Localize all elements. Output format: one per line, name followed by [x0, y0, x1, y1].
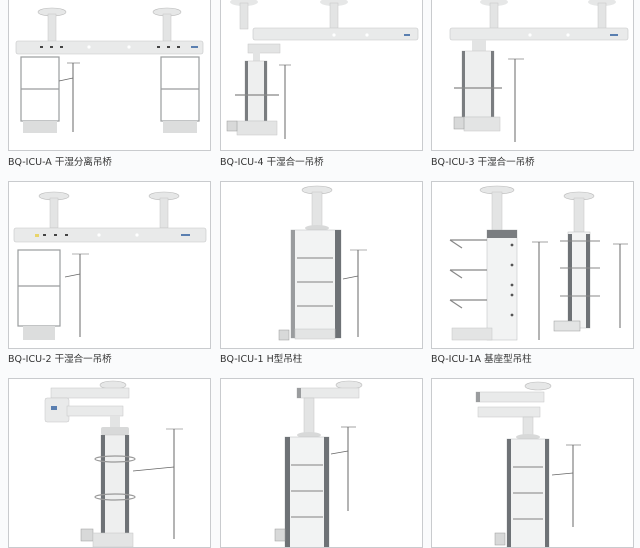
product-caption[interactable]: BQ-ICU-3 干湿合一吊桥 [431, 157, 535, 168]
product-caption[interactable]: BQ-ICU-4 干湿合一吊桥 [220, 157, 324, 168]
product-image-card[interactable] [8, 181, 211, 349]
bridge-tower-pendant-illustration [449, 0, 629, 142]
product-image-card[interactable] [8, 0, 211, 151]
arm-h-column-pendant-illustration [274, 380, 363, 547]
product-image-card[interactable] [220, 378, 423, 548]
bridge-frame-pendant-illustration [13, 191, 207, 340]
product-caption[interactable]: BQ-ICU-1A 基座型吊柱 [431, 354, 532, 365]
dual-bridge-pendant-illustration [15, 7, 204, 133]
product-image-card[interactable] [431, 378, 634, 548]
product-caption[interactable]: BQ-ICU-1 H型吊柱 [220, 354, 303, 365]
h-column-pendant-illustration [278, 185, 367, 341]
bridge-tower-pendant-illustration [226, 0, 419, 139]
product-image-card[interactable] [8, 378, 211, 548]
arm-tower-pendant-illustration [44, 380, 183, 547]
product-image-card[interactable] [431, 0, 634, 151]
double-arm-h-column-pendant-illustration [475, 381, 581, 547]
product-image-card[interactable] [220, 181, 423, 349]
product-image-card[interactable] [220, 0, 423, 151]
base-column-pendant-illustration [449, 185, 628, 341]
product-caption[interactable]: BQ-ICU-A 干湿分离吊桥 [8, 157, 112, 168]
product-image-card[interactable] [431, 181, 634, 349]
product-caption[interactable]: BQ-ICU-2 干湿合一吊桥 [8, 354, 112, 365]
